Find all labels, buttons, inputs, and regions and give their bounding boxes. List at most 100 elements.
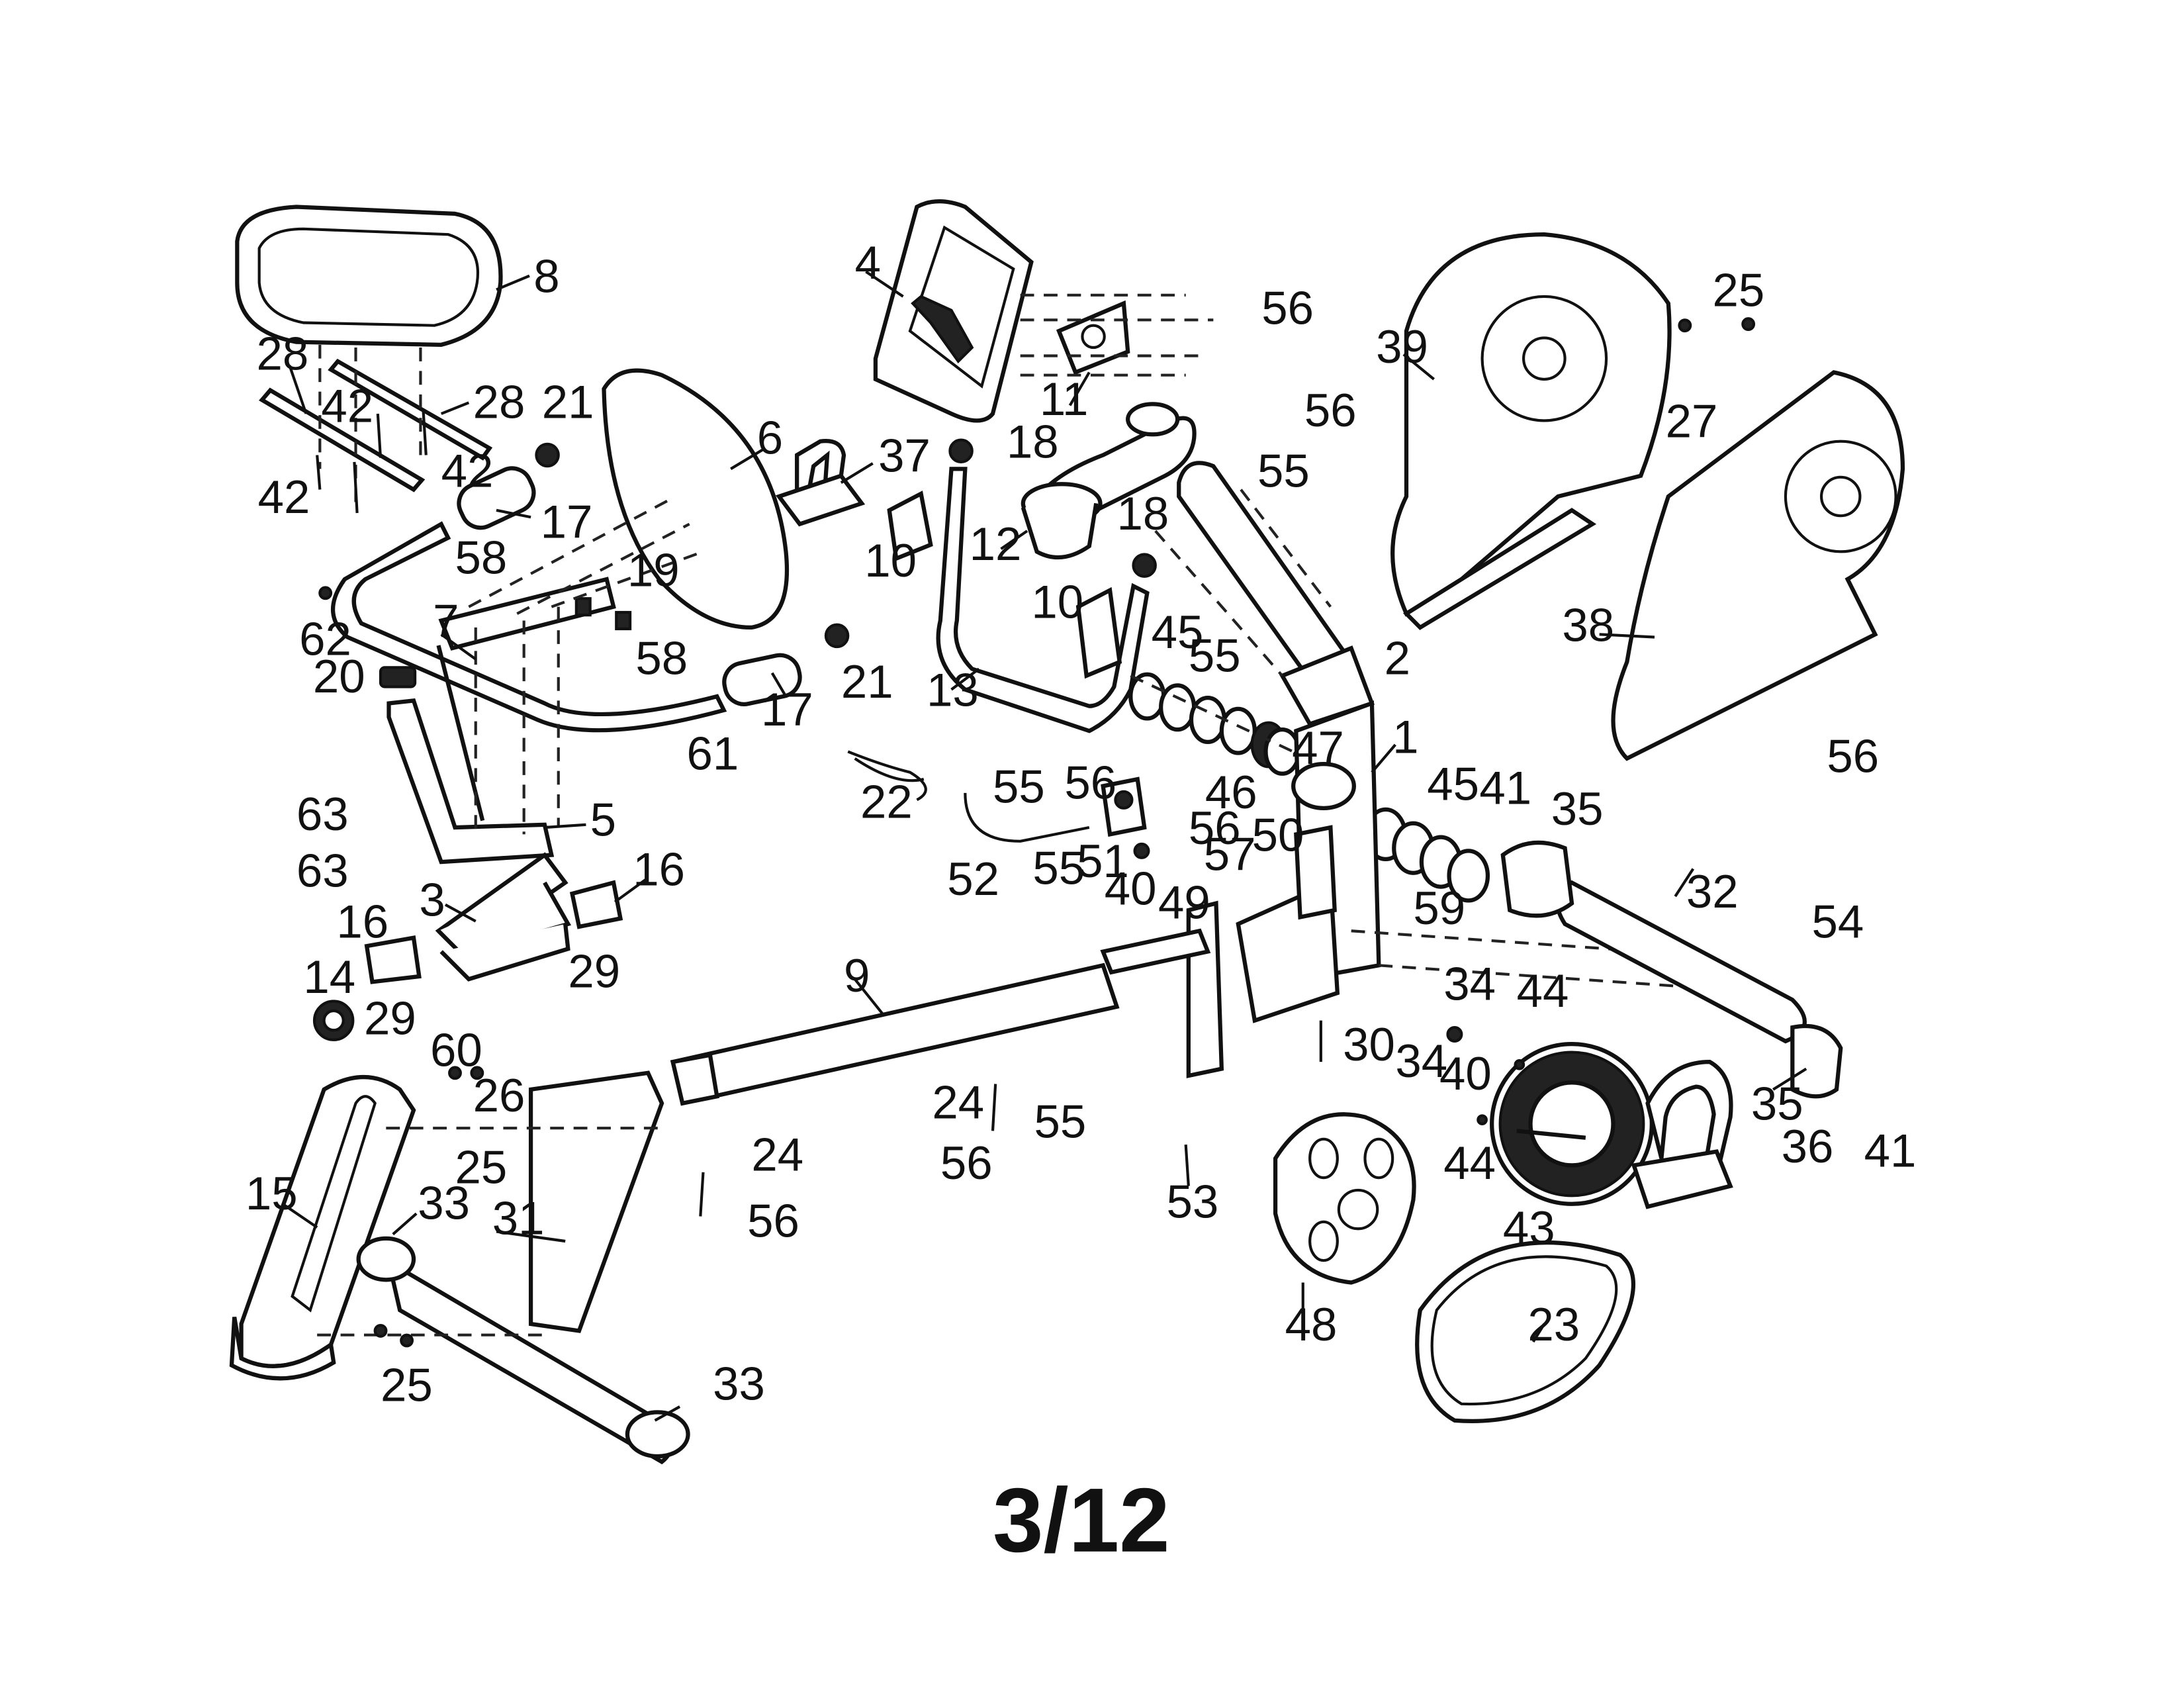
callout-9: 9 — [844, 950, 870, 1002]
callout-27: 27 — [1666, 395, 1718, 447]
right-shroud — [1611, 370, 1905, 761]
callout-63-upper: 63 — [296, 788, 349, 841]
callout-16-left: 16 — [336, 896, 388, 949]
callout-18-top: 18 — [1007, 416, 1059, 469]
callout-33-upper: 33 — [418, 1178, 470, 1230]
seat-cushion — [235, 205, 503, 347]
callout-14: 14 — [303, 951, 355, 1004]
callout-33-lower: 33 — [713, 1358, 765, 1411]
seat-carriage — [312, 852, 623, 1041]
callout-15: 15 — [246, 1168, 298, 1220]
callout-32: 32 — [1686, 866, 1739, 918]
callout-6: 6 — [757, 412, 783, 464]
callout-41-upper: 41 — [1479, 763, 1531, 815]
page-number: 3/12 — [993, 1470, 1170, 1571]
callout-56-magnet: 56 — [1064, 757, 1116, 809]
callout-leaders — [281, 270, 1807, 1422]
callout-19: 19 — [627, 544, 680, 596]
callout-37: 37 — [878, 430, 931, 483]
pedal-right — [1631, 1060, 1733, 1209]
callout-24-upper: 24 — [932, 1077, 984, 1129]
callout-46: 46 — [1205, 767, 1257, 819]
callout-40-upper: 40 — [1105, 863, 1157, 915]
callout-50: 50 — [1252, 809, 1304, 861]
callout-11: 11 — [1040, 373, 1089, 426]
callout-55-upper: 55 — [1257, 445, 1310, 497]
rear-stabilizer — [1500, 840, 1843, 1099]
callout-59: 59 — [1413, 882, 1465, 935]
drive-belt — [1415, 1240, 1636, 1423]
callout-21-mid: 21 — [841, 656, 893, 708]
callout-28-left: 28 — [257, 328, 309, 380]
callout-44-upper: 44 — [1517, 965, 1569, 1017]
callout-56-right: 56 — [1827, 731, 1879, 783]
callout-45-left: 45 — [1152, 606, 1204, 659]
callout-56-bottom: 56 — [747, 1196, 799, 1248]
callout-34-upper: 34 — [1443, 958, 1496, 1010]
callout-29-left: 29 — [364, 993, 416, 1045]
callout-42-right: 42 — [441, 445, 494, 497]
backrest — [602, 368, 790, 630]
callout-25-lower: 25 — [381, 1360, 433, 1412]
callout-45-right: 45 — [1427, 758, 1479, 810]
callout-60: 60 — [430, 1024, 482, 1076]
callout-17-top: 17 — [541, 496, 593, 548]
seat-handlebar-frame — [330, 442, 850, 733]
callout-41-lower: 41 — [1864, 1125, 1917, 1177]
callout-12: 12 — [970, 518, 1022, 571]
callout-49: 49 — [1158, 877, 1210, 929]
callout-3: 3 — [419, 874, 445, 926]
callout-34-lower: 34 — [1395, 1035, 1447, 1088]
callout-43: 43 — [1503, 1202, 1555, 1254]
callout-4: 4 — [855, 237, 881, 289]
callout-13: 13 — [927, 665, 979, 717]
seat-rails — [259, 344, 493, 514]
callout-1: 1 — [1392, 712, 1418, 764]
callout-22: 22 — [860, 776, 913, 828]
callout-18-mid: 18 — [1117, 488, 1169, 540]
flywheel — [1273, 1112, 1416, 1285]
callout-39: 39 — [1376, 321, 1428, 373]
callout-2: 2 — [1385, 633, 1410, 685]
callout-42-left: 42 — [258, 471, 310, 524]
callout-8: 8 — [533, 251, 559, 303]
callout-26: 26 — [473, 1070, 525, 1122]
callout-23: 23 — [1527, 1299, 1580, 1351]
callout-7: 7 — [433, 595, 459, 647]
main-beam — [670, 962, 1120, 1106]
frame-upright — [317, 1070, 690, 1465]
callout-31: 31 — [492, 1193, 545, 1245]
callout-16-right: 16 — [633, 844, 685, 896]
left-shroud — [1390, 232, 1672, 630]
crank-frame — [1100, 700, 1696, 1078]
callout-62: 62 — [299, 614, 351, 666]
callout-55-left: 55 — [993, 761, 1045, 814]
handlebar-post — [1154, 461, 1375, 727]
callout-56-shroud: 56 — [1304, 385, 1357, 437]
callout-5: 5 — [590, 794, 616, 847]
handlebar-cover — [1021, 402, 1197, 560]
callout-55-mid: 55 — [1189, 630, 1241, 682]
wire-harness-upper — [847, 750, 927, 802]
callout-24-lower: 24 — [751, 1129, 803, 1182]
callout-55-lower: 55 — [1034, 1096, 1087, 1149]
callout-52: 52 — [947, 853, 999, 906]
front-stabilizer — [229, 1074, 416, 1381]
callout-35-lower: 35 — [1751, 1078, 1803, 1131]
callout-21-top: 21 — [542, 376, 594, 428]
callout-10-top: 10 — [864, 535, 917, 587]
callout-57: 57 — [1204, 829, 1256, 881]
callout-51: 51 — [1077, 835, 1129, 888]
pedal-left — [775, 438, 866, 527]
callout-17-mid: 17 — [761, 684, 813, 736]
callout-55-beam: 55 — [1032, 842, 1085, 894]
callout-58-mid: 58 — [635, 633, 688, 685]
callout-40-lower: 40 — [1439, 1048, 1492, 1100]
console-bracket — [1020, 293, 1214, 377]
callout-labels: 8 28 42 28 42 42 21 17 6 58 19 62 7 58 2… — [246, 237, 1917, 1412]
callout-61: 61 — [687, 728, 739, 780]
callout-56-lower: 56 — [940, 1137, 993, 1190]
callout-54: 54 — [1812, 896, 1864, 949]
callout-47: 47 — [1292, 722, 1344, 774]
